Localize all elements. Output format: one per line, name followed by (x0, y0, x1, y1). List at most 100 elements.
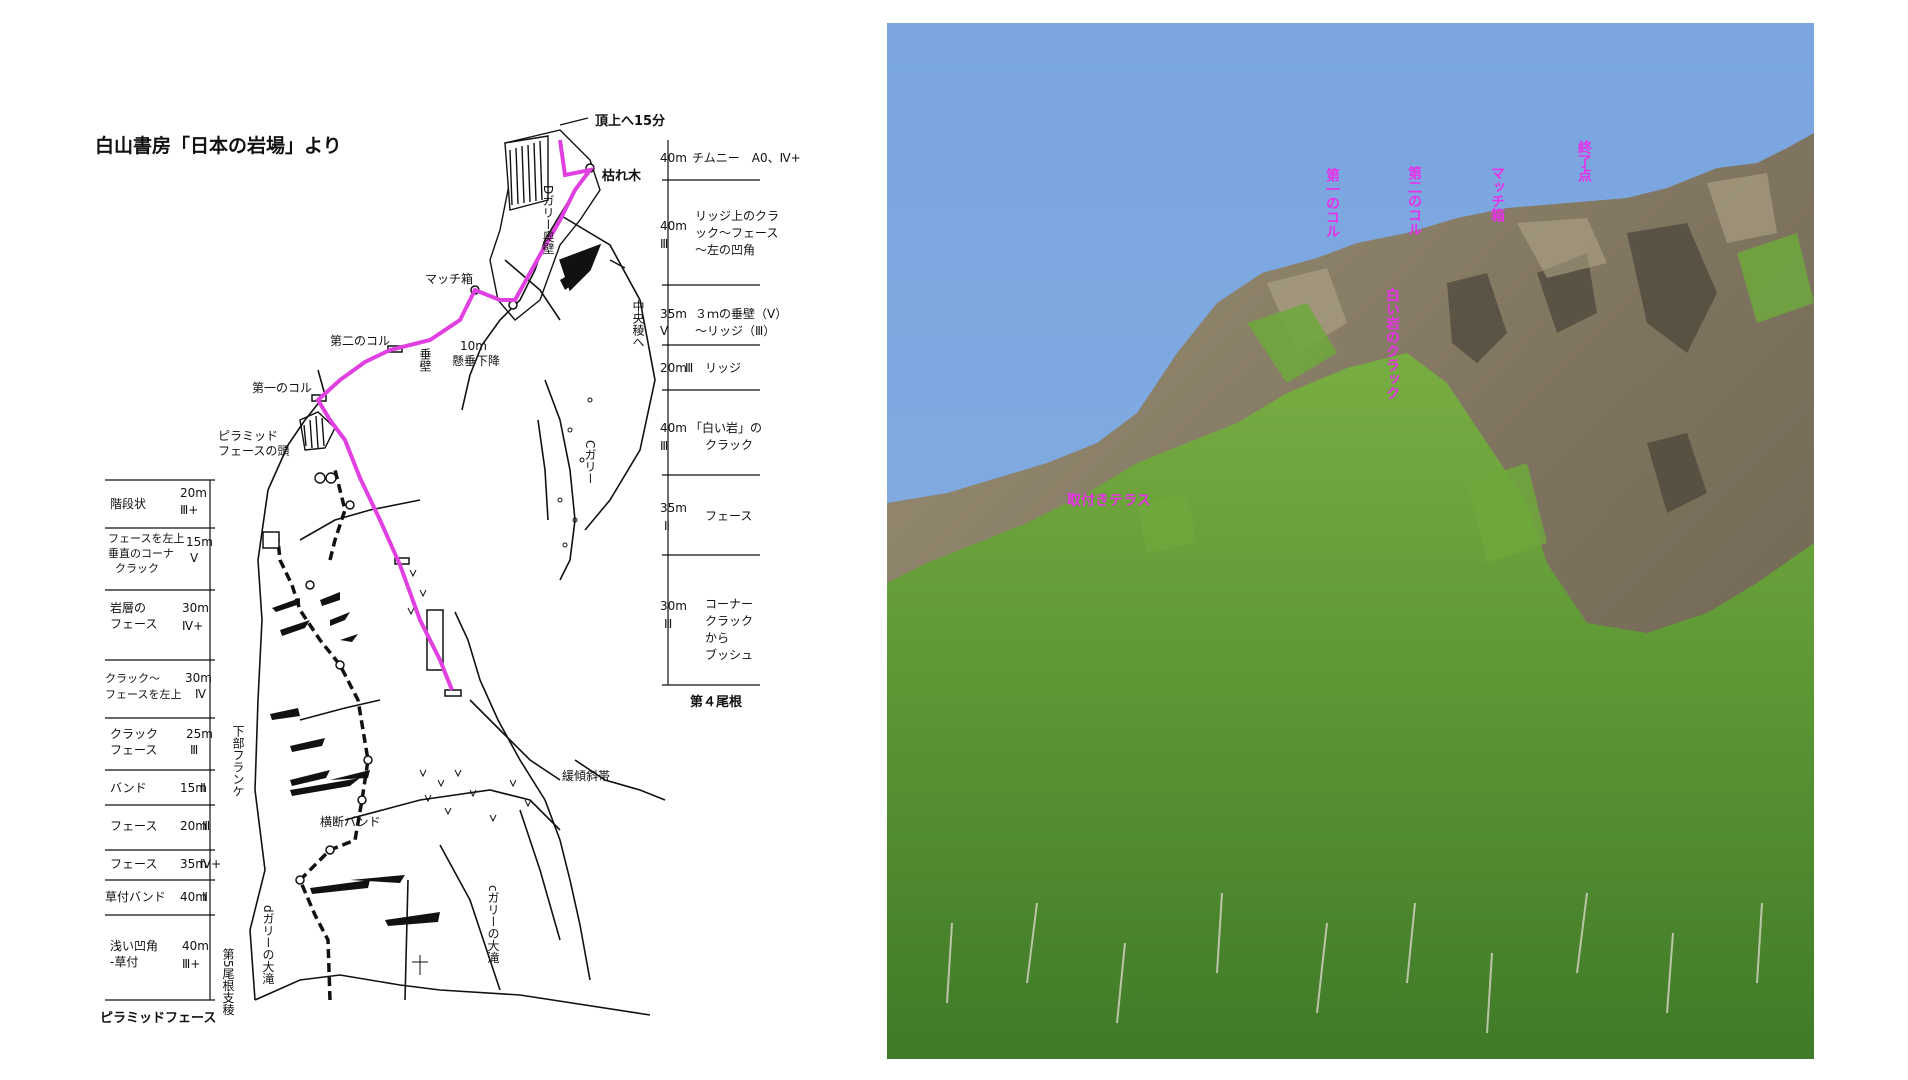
right-pitch-2-desc-3: ～左の凹角 (695, 242, 755, 257)
right-pitch-1-desc: チムニー A0、Ⅳ+ (692, 151, 800, 165)
right-pitch-4-desc: リッジ (705, 361, 741, 375)
fifth-ridge-spur-label: 第5尾根支稜 (221, 948, 235, 1017)
right-pitch-6-desc: フェース (705, 509, 752, 523)
left-pitch-column (105, 479, 215, 1001)
left-footer: ピラミッドフェース (100, 1011, 216, 1026)
left-pitch-1-len: 20m (180, 486, 207, 500)
gentle-slope-label: 緩傾斜帯 (562, 769, 610, 783)
right-pitch-3-desc-1: ３ｍの垂壁（Ⅴ） (695, 306, 787, 321)
left-pitch-7-desc: フェース (110, 819, 157, 833)
right-pitch-2-grade: Ⅲ (660, 237, 668, 251)
d-gully-back-wall-label: Dガリー奥壁 (541, 185, 555, 254)
right-pitch-7-desc-2: クラック (705, 614, 753, 628)
summit-arrow (559, 117, 589, 126)
original-route (268, 469, 370, 1001)
right-pitch-7-len: 30m (660, 599, 687, 613)
left-pitch-8-desc: フェース (110, 857, 157, 871)
rappel-length-label: 10m (460, 339, 487, 353)
topo-labels: 頂上へ15分 枯れ木 マッチ箱 第二のコル 垂壁 10m 懸垂下降 第一のコル … (218, 113, 665, 1016)
highlighted-route (315, 139, 595, 691)
right-pitch-4-len: 20m (660, 361, 687, 375)
right-pitch-3-desc-2: ～リッジ（Ⅲ） (695, 324, 775, 338)
left-pitch-3-desc-1: 岩層の (110, 600, 146, 615)
left-pitch-2-desc-1: フェースを左上 (108, 532, 184, 545)
c-gully-label: Cガリー (583, 440, 597, 484)
c-gully-falls-label: cガリーの大滝 (486, 885, 500, 964)
source-caption: 白山書房「日本の岩場」より (95, 134, 342, 157)
right-pitch-1-len: 40m (660, 151, 687, 165)
second-col-label: 第二のコル (330, 334, 390, 348)
left-pitch-9-grade: Ⅱ (202, 890, 208, 904)
vegetation-slope (887, 353, 1814, 1059)
left-pitch-5-len: 25m (186, 727, 213, 741)
left-pitch-2-grade: Ⅴ (190, 551, 199, 565)
tree-trunks (946, 892, 1763, 1034)
vegetation-marks (407, 397, 593, 975)
finish-point-label: 終了点 (1576, 139, 1592, 183)
white-rock-crack-label: 白い岩のクラック (1384, 287, 1401, 400)
first-col-photo-label: 第一のコル (1324, 167, 1340, 238)
left-pitch-6-desc: バンド (110, 781, 147, 795)
left-pitch-1-grade: Ⅲ+ (180, 503, 198, 517)
left-pitch-3-grade: Ⅳ+ (182, 619, 203, 633)
right-pitch-5-desc-1: 「白い岩」の (690, 420, 762, 435)
right-pitch-7-desc-3: から (705, 631, 729, 645)
rappel-label: 懸垂下降 (452, 354, 500, 368)
summit-label: 頂上へ15分 (595, 113, 665, 129)
start-terrace-label: 取付きテラス (1067, 492, 1151, 509)
left-pitch-8-len: 35m (180, 857, 207, 871)
right-pitch-7-grade: Ⅲ (664, 617, 672, 631)
right-pitch-2-desc-2: ック～フェース (695, 226, 778, 240)
rock-slabs (270, 262, 590, 926)
right-pitch-3-len: 35m (660, 307, 687, 321)
left-pitch-9-desc: 草付バンド (105, 890, 166, 904)
right-pitch-6-grade: Ⅱ (664, 519, 670, 533)
lower-flank-label: 下部フランケ (231, 725, 245, 797)
dead-tree-label: 枯れ木 (602, 168, 642, 184)
left-pitch-5-desc-1: クラック (110, 727, 158, 741)
left-pitch-1-desc: 階段状 (110, 496, 146, 511)
left-pitch-3-len: 30m (182, 601, 209, 615)
right-pitch-5-grade: Ⅲ (660, 439, 668, 453)
match-box-photo-label: マッチ箱 (1489, 166, 1505, 223)
right-pitch-labels: 40m チムニー A0、Ⅳ+ 40m Ⅲ リッジ上のクラ ック～フェース ～左の… (660, 151, 800, 710)
left-pitch-4-desc-2: フェースを左上 (105, 688, 181, 701)
left-pitch-7-len: 20m (180, 819, 207, 833)
central-ridge-label: 中央稜へ (631, 299, 645, 348)
left-pitch-3-desc-2: フェース (110, 617, 157, 631)
left-pitch-2-len: 15m (186, 535, 213, 549)
left-pitch-2-desc-2: 垂直のコーナ (108, 546, 174, 560)
second-col-photo-label: 第二のコル (1406, 165, 1422, 236)
right-pitch-5-len: 40m (660, 421, 687, 435)
right-pitch-4-grade: Ⅲ (685, 361, 693, 375)
left-pitch-5-desc-2: フェース (110, 743, 157, 757)
traverse-band-label: 横断バンド (320, 814, 381, 829)
left-pitch-4-grade: Ⅳ (195, 687, 206, 701)
right-pitch-2-desc-1: リッジ上のクラ (695, 209, 779, 223)
left-pitch-7-grade: Ⅲ (202, 819, 210, 833)
left-pitch-2-desc-3: クラック (115, 562, 159, 575)
pyramid-head (299, 411, 337, 484)
left-pitch-6-grade: Ⅱ (200, 781, 206, 795)
right-pitch-7-desc-4: ブッシュ (705, 647, 753, 662)
vegetation-patches (1137, 233, 1814, 563)
vertical-wall-label: 垂壁 (418, 348, 432, 372)
right-pitch-7-desc-1: コーナー (705, 597, 753, 611)
left-pitch-4-desc-1: クラック～ (105, 672, 160, 685)
left-pitch-9-len: 40m (180, 890, 207, 904)
left-pitch-10-desc-1: 浅い凹角 (110, 939, 158, 953)
left-pitch-10-grade: Ⅲ+ (182, 957, 200, 971)
first-col-label: 第一のコル (252, 381, 312, 395)
left-pitch-8-grade: Ⅳ+ (200, 857, 221, 871)
right-pitch-2-len: 40m (660, 219, 687, 233)
right-pitch-column (662, 140, 760, 686)
d-gully-falls-label: dガリーの大滝 (261, 905, 275, 985)
right-pitch-5-desc-2: クラック (705, 438, 753, 452)
photo-labels: 取付きテラス 第一のコル 第二のコル 白い岩のクラック マッチ箱 終了点 (1067, 139, 1592, 509)
right-footer: 第４尾根 (690, 694, 743, 710)
left-pitch-5-grade: Ⅲ (190, 743, 198, 757)
right-pitch-6-len: 35m (660, 501, 687, 515)
match-box-label: マッチ箱 (425, 271, 473, 286)
cliff-photo: 取付きテラス 第一のコル 第二のコル 白い岩のクラック マッチ箱 終了点 (887, 23, 1814, 1059)
route-topo-diagram: 白山書房「日本の岩場」より (95, 113, 800, 1026)
